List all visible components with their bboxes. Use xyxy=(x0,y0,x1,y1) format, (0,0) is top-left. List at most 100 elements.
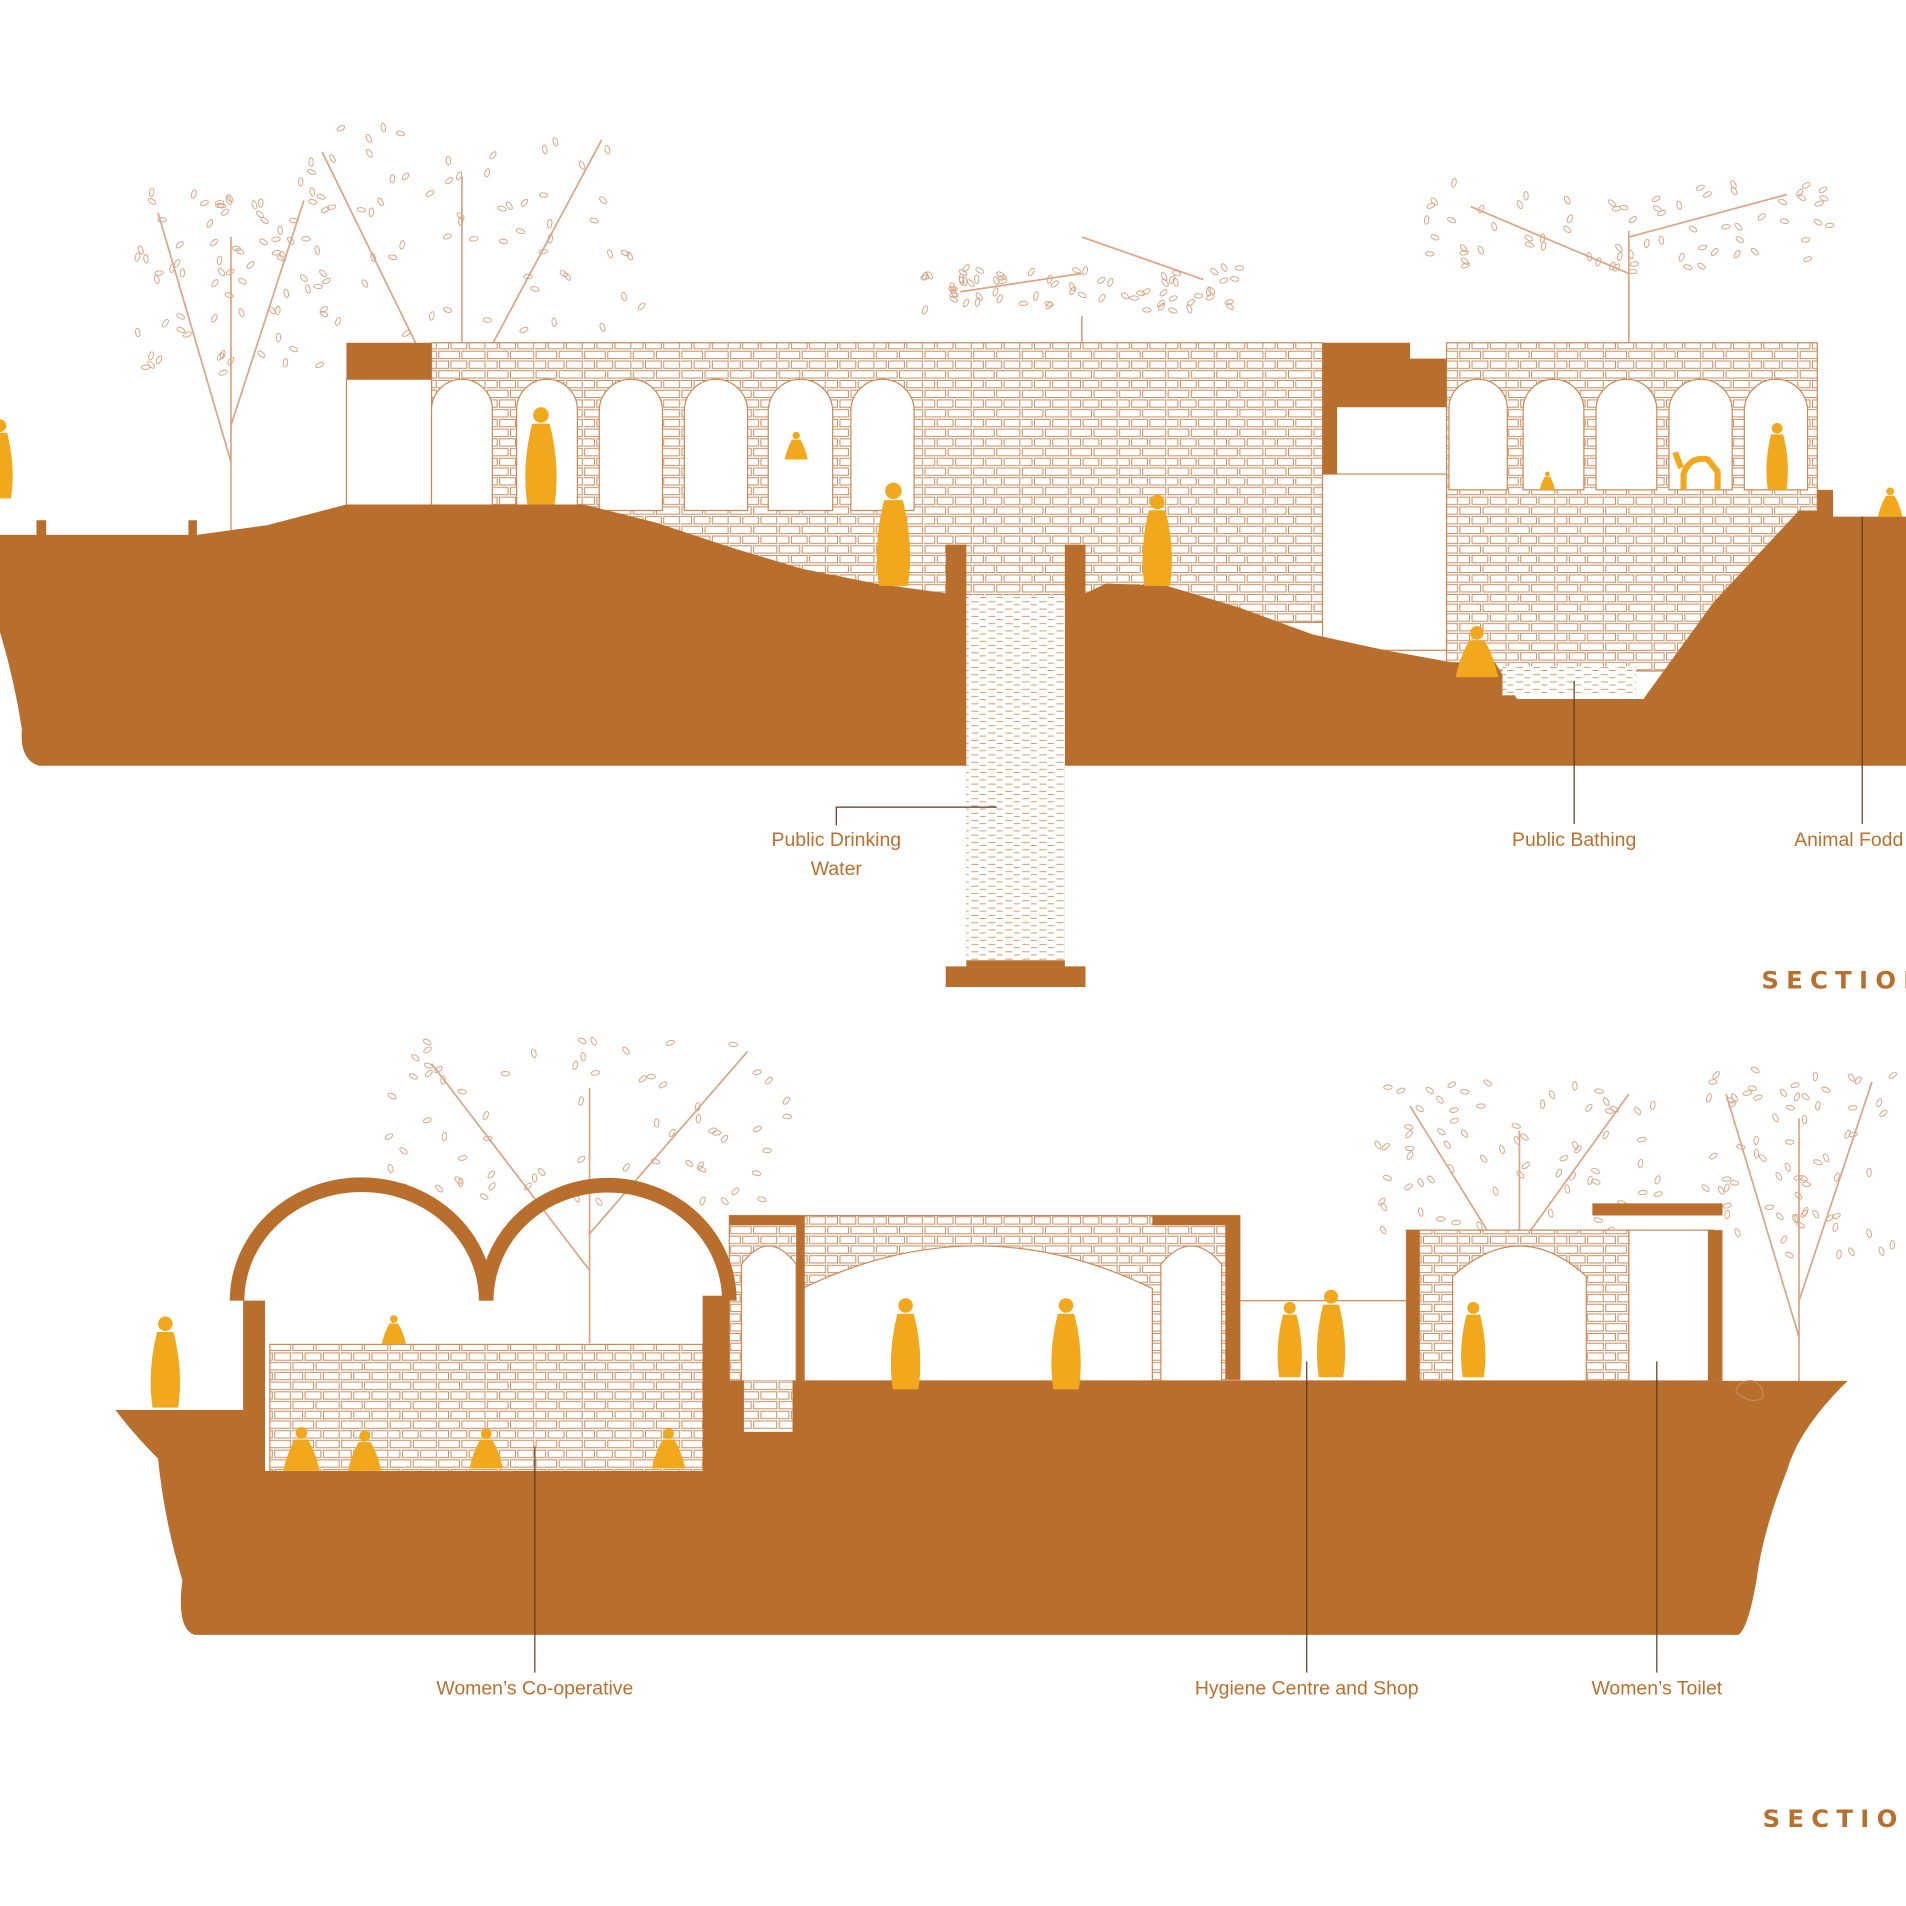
leaf xyxy=(275,305,281,316)
vault-right xyxy=(478,1177,737,1301)
leaf xyxy=(326,204,337,211)
leaf xyxy=(1136,290,1146,297)
leaf xyxy=(1775,1171,1783,1181)
leaf xyxy=(309,187,316,197)
human-figures xyxy=(0,407,1903,678)
leader-line-drinking-water xyxy=(835,806,997,826)
leaf xyxy=(1460,1129,1469,1138)
side-arch xyxy=(740,1245,797,1382)
leaf xyxy=(458,216,464,226)
leaf xyxy=(1616,251,1623,261)
leaf xyxy=(920,274,930,281)
leaf xyxy=(1723,1183,1730,1193)
leaf xyxy=(1591,1178,1601,1185)
leaf xyxy=(190,189,197,199)
leaf xyxy=(154,270,164,276)
leaf xyxy=(1566,214,1574,224)
leaf xyxy=(1220,263,1228,272)
leaf xyxy=(578,160,586,170)
label-hygiene-centre: Hygiene Centre and Shop xyxy=(1195,1677,1419,1699)
leaf xyxy=(220,208,230,216)
leaf xyxy=(1721,1176,1732,1182)
leaf xyxy=(998,278,1008,284)
leaf xyxy=(1447,217,1457,224)
leaf xyxy=(365,149,373,158)
leaf xyxy=(765,1076,773,1085)
leaf xyxy=(365,133,372,143)
leaf xyxy=(1785,1251,1794,1259)
leaf xyxy=(1374,1140,1382,1150)
leaf xyxy=(1803,256,1813,263)
leaf xyxy=(322,277,331,285)
leaf xyxy=(388,254,398,261)
leaf xyxy=(551,317,557,328)
leaf xyxy=(1572,1081,1578,1091)
leaf xyxy=(298,176,304,187)
leaf xyxy=(482,317,493,323)
leaf xyxy=(1793,1175,1803,1181)
arch-opening xyxy=(598,378,664,512)
leaf xyxy=(209,238,219,247)
leaf xyxy=(307,168,316,176)
leaf xyxy=(1380,1202,1388,1212)
leaf xyxy=(1423,215,1430,225)
leaf xyxy=(1097,276,1106,284)
leaf xyxy=(1460,262,1470,269)
leaf xyxy=(1033,291,1039,301)
leaf xyxy=(1525,241,1535,248)
leaf xyxy=(1563,195,1571,205)
leaf xyxy=(552,137,559,147)
leaf xyxy=(361,279,369,288)
leaf xyxy=(456,212,465,220)
leaf xyxy=(1712,1071,1720,1080)
leaf xyxy=(368,207,374,218)
main-hall-arch xyxy=(801,1245,1153,1382)
leaf xyxy=(458,1155,468,1161)
leaf xyxy=(1046,274,1053,284)
leaf xyxy=(423,1062,433,1069)
leaf xyxy=(580,1051,586,1062)
person-body xyxy=(1878,495,1903,517)
leaf xyxy=(1832,1222,1839,1232)
section-bottom: Women’s Co-operative Hygiene Centre and … xyxy=(115,1036,1906,1833)
leaf xyxy=(238,308,245,318)
person-head xyxy=(1470,626,1484,640)
label-womens-toilet: Women’s Toilet xyxy=(1591,1677,1722,1699)
leaf xyxy=(1753,1094,1763,1101)
leaf xyxy=(1801,1093,1810,1101)
leaf xyxy=(319,269,328,278)
leaf xyxy=(176,313,186,320)
leaf xyxy=(1435,1216,1446,1222)
leaf xyxy=(697,1166,707,1173)
leaf xyxy=(958,276,965,286)
leaf xyxy=(1889,1240,1895,1250)
side-arch xyxy=(1160,1245,1223,1382)
leaf xyxy=(148,187,155,198)
leaf xyxy=(1818,186,1828,194)
arch-opening xyxy=(1522,378,1585,491)
person-body xyxy=(1051,1313,1081,1390)
leaf xyxy=(708,1127,718,1134)
leaf xyxy=(637,302,646,311)
leaf xyxy=(948,286,958,292)
leaf xyxy=(1814,200,1824,207)
roof-block xyxy=(1322,342,1447,475)
leaf xyxy=(1172,270,1182,277)
leaf xyxy=(1547,1208,1554,1218)
leaf xyxy=(1168,307,1178,314)
leaf xyxy=(1676,200,1682,210)
leaf xyxy=(559,270,568,278)
leaf xyxy=(1796,1221,1805,1229)
leaf xyxy=(1757,213,1766,221)
leaf xyxy=(1794,1214,1800,1224)
leaf xyxy=(1172,277,1179,287)
leaf xyxy=(1219,277,1229,284)
leaf xyxy=(211,279,219,288)
person-body xyxy=(525,423,557,505)
leaf xyxy=(1779,1088,1788,1097)
leaf xyxy=(1730,186,1738,196)
leaf xyxy=(1708,1152,1718,1160)
leaf xyxy=(782,1113,792,1120)
leaf xyxy=(1383,1084,1393,1090)
leaf xyxy=(1574,1145,1582,1154)
